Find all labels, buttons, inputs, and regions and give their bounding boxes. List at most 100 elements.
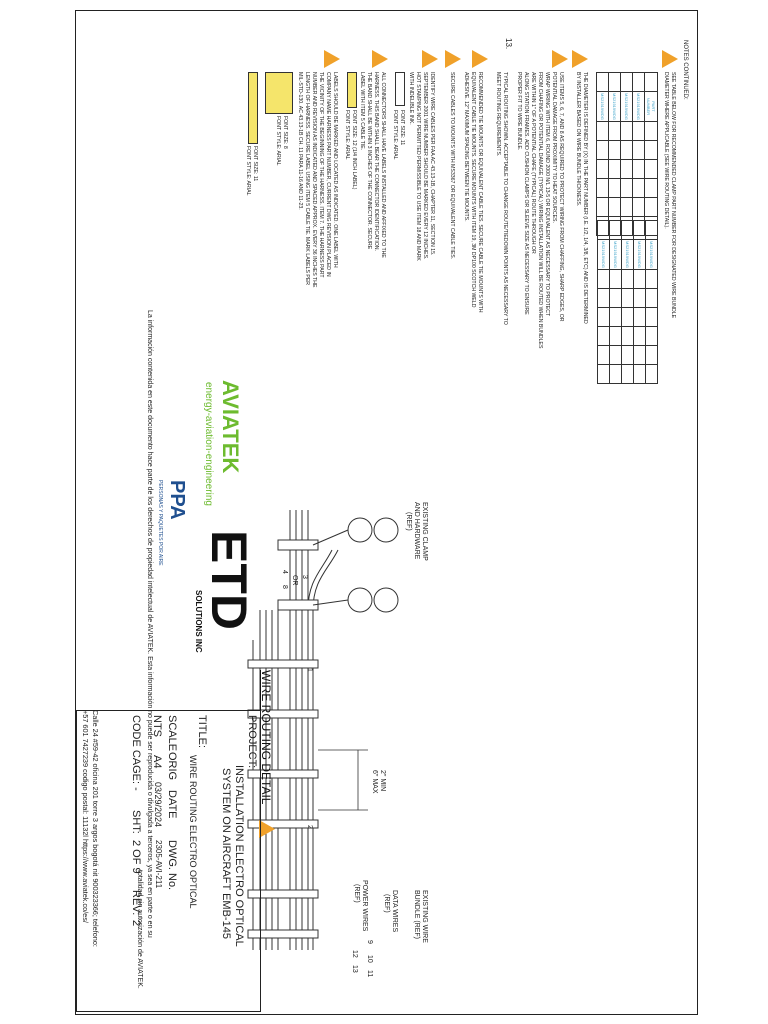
table-cell (608, 197, 621, 217)
power-wires-label-2: (REF) (353, 884, 360, 903)
table-cell (632, 159, 645, 179)
table-cell (597, 345, 610, 365)
table-header: PART NUMBER (644, 91, 658, 122)
note-connectors-3: THE BAND SHALL BE WITHIN 3 INCHES OF THE… (366, 72, 372, 250)
font-style-arial-3: FONT STYLE: ARIAL (275, 116, 281, 166)
table-cell (609, 364, 622, 384)
table-cell (621, 220, 634, 240)
table-cell (621, 269, 634, 289)
table-cell (633, 269, 646, 289)
balloon-10: 10 (366, 955, 373, 963)
note-diameter-1: THE DIAMETER IS DEFINED BY (X) IN THE PA… (582, 72, 588, 324)
balloon-1: 1 (306, 668, 313, 672)
orig-label: ORIG (166, 752, 178, 781)
table-cell (596, 121, 609, 141)
table-cell (620, 197, 633, 217)
note-table-title-2: DIAMETER WHERE APPLICABLE (SEE WIRE ROUT… (663, 72, 669, 229)
note-connectors-2: HARNESS. THIS BAND SHALL BEAR THE CONNEC… (373, 72, 379, 251)
balloon-2: 2 (306, 825, 313, 829)
table-cell (620, 140, 633, 160)
balloon-11: 11 (366, 970, 373, 978)
table-cell (620, 72, 633, 92)
balloon-8: 8 (281, 585, 288, 589)
spacing-max: 6" MAX (371, 770, 378, 794)
note-secure: SECURE CABLES TO MOUNTS WITH MS3367 OR E… (449, 72, 455, 260)
table-cell (609, 288, 622, 308)
table-cell (632, 72, 645, 92)
font-size-11: FONT SIZE: 11 (399, 110, 405, 146)
balloon-or: OR (291, 575, 298, 586)
address-line-2: +57 601 7427239 codigo postal: 11132l ht… (81, 710, 90, 923)
table-cell (608, 140, 621, 160)
table-cell (609, 345, 622, 365)
warning-icon (324, 50, 340, 68)
table-cell (644, 140, 658, 160)
sheet-border (75, 10, 698, 1015)
note-connectors-4: LABEL WITH ITEM 5 CABLE TIE. (359, 72, 365, 151)
existing-wire-label-1: EXISTING WIRE (421, 890, 428, 943)
table-cell (596, 159, 609, 179)
table-cell (645, 326, 658, 346)
table-cell (645, 269, 658, 289)
table-cell: MS21919WDG (633, 239, 646, 270)
table-cell (597, 220, 610, 240)
table-cell (644, 197, 658, 217)
label-sample-long (248, 72, 258, 144)
note-items-4: FROM CHAFING OR POTENTIAL DAMAGE (TYPICA… (537, 72, 543, 349)
table-cell (609, 326, 622, 346)
etd-sub: SOLUTIONS INC (194, 590, 203, 653)
note-items-3: WRAP WIRING WITH ITEM 6, ROUND 2000 N/L … (544, 72, 550, 317)
note-identify-4: WITH INDELIBLE INK. (408, 72, 414, 125)
table-cell (609, 307, 622, 327)
table-cell (632, 140, 645, 160)
table-cell (596, 140, 609, 160)
table-cell (632, 178, 645, 198)
table-cell (644, 178, 658, 198)
table-cell (633, 326, 646, 346)
existing-wire-label-2: BUNDLE (REF) (413, 890, 420, 940)
balloon-9: 9 (366, 940, 373, 944)
table-cell (633, 345, 646, 365)
note-identify-3: HOT STAMPING NOT PERMITTED PERMISSIBLE T… (415, 72, 421, 261)
aviatek-logo: AVIATEK (218, 380, 243, 474)
table-cell (609, 269, 622, 289)
table-cell (633, 288, 646, 308)
balloon-4: 4 (281, 570, 288, 574)
table-cell (645, 288, 658, 308)
table-cell (597, 288, 610, 308)
orig-value: A4 (151, 755, 163, 769)
table-cell (632, 121, 645, 141)
spacing-min: 2" MIN (379, 770, 386, 792)
balloon-13: 13 (351, 965, 358, 973)
table-cell (645, 364, 658, 384)
table-cell (596, 197, 609, 217)
note-connectors-1: ALL CONNECTORS SHALL HAVE LABELS INSTALL… (380, 72, 386, 258)
scale-value: NTS (151, 715, 163, 737)
warning-icon (422, 50, 438, 68)
rev-label: REV: (130, 890, 142, 916)
table-cell (644, 72, 658, 92)
note-identify-1: IDENTIFY WIRE CABLES PER FAA AC 43.13-1B… (429, 72, 435, 256)
date-value: 03/29/2024 (153, 782, 163, 828)
table-cell (608, 178, 621, 198)
table-cell: MS21919WDG (597, 239, 610, 270)
note-ties-2: EQUIVALENT CABLE TIE MOUNTS. SECURE MOUN… (470, 72, 476, 308)
warning-icon (472, 50, 488, 68)
table-cell (608, 159, 621, 179)
table-cell: MS21919WDG (645, 239, 658, 270)
note-labels-2: COMPANY NAME HARNESS PART NUMBER, CURREN… (325, 72, 331, 277)
table-cell (621, 364, 634, 384)
note-identify-2: SEPTEMBER 2001 WIRE NUMBER SHOULD BE MAR… (422, 72, 428, 260)
table-cell (597, 326, 610, 346)
table-cell (633, 220, 646, 240)
note-items-6: ALONG STATION FRAMES. ADD CUSHION CLAMPS… (523, 72, 529, 315)
data-wires-label-1: DATA WIRES (391, 890, 398, 933)
existing-clamp-label-2: AND HARDWARE (413, 502, 420, 560)
label-sample-harness (265, 72, 293, 114)
font-style-arial: FONT STYLE: ARIAL (392, 110, 398, 160)
clamp-table-right: MS21919WDG MS21919WDG MS21919WDG MS21919… (597, 220, 658, 384)
dwg-value: 2305-AVI-211 (154, 840, 163, 889)
note-13-line-1: TYPICAL ROUTING SHOWN. ACCEPTABLE TO CHA… (502, 72, 508, 325)
table-cell: MS21919WDG (620, 91, 633, 122)
